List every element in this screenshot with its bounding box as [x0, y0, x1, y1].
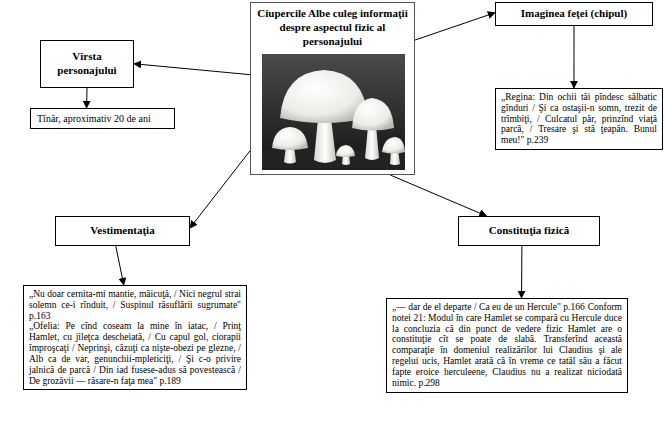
box-text: Imaginea feţei (chipul): [502, 7, 646, 21]
central-box: Ciupercile Albe culeg informaţii despre …: [250, 2, 415, 175]
category-box: Imaginea feţei (chipul): [495, 2, 653, 26]
box-text-extra: Conform notei 21: Modul în care Hamlet s…: [392, 302, 622, 388]
box-text: Constituţia fizică: [464, 224, 594, 238]
quote-box: „— dar de el departe / Ca eu de un Hercu…: [386, 298, 628, 393]
box-text: Tînăr, aproximativ 20 de ani: [37, 112, 168, 125]
box-text: Ciupercile Albe culeg informaţii despre …: [257, 7, 408, 48]
box-text-extra: „Ofelia: Pe cînd coseam la mine în iatac…: [29, 321, 241, 386]
box-text: „Nu doar cernita-mi mantie, măicuţă, / N…: [29, 289, 241, 321]
category-box: Vestimentaţia: [55, 216, 190, 246]
arrow-connector: [390, 175, 486, 216]
arrow-connector: [86, 88, 87, 109]
info-box: Tînăr, aproximativ 20 de ani: [30, 108, 175, 129]
arrow-connector: [573, 26, 574, 88]
box-text: Vestimentaţia: [61, 224, 184, 238]
arrow-connector: [190, 151, 250, 228]
quote-box: „Nu doar cernita-mi mantie, măicuţă, / N…: [23, 285, 247, 390]
arrow-connector: [521, 246, 522, 298]
category-box: Constituţia fizică: [458, 216, 600, 246]
category-box: Vîrsta personajului: [40, 40, 134, 88]
arrow-connector: [415, 13, 495, 40]
box-text: Vîrsta personajului: [46, 50, 128, 78]
box-text: „— dar de el departe / Ca eu de un Hercu…: [392, 302, 585, 312]
box-text: „Regina: Din ochii tăi pîndesc sălbatic …: [501, 92, 657, 146]
quote-box: „Regina: Din ochii tăi pîndesc sălbatic …: [495, 88, 663, 150]
arrow-connector: [134, 64, 250, 75]
arrow-connector: [116, 246, 124, 285]
